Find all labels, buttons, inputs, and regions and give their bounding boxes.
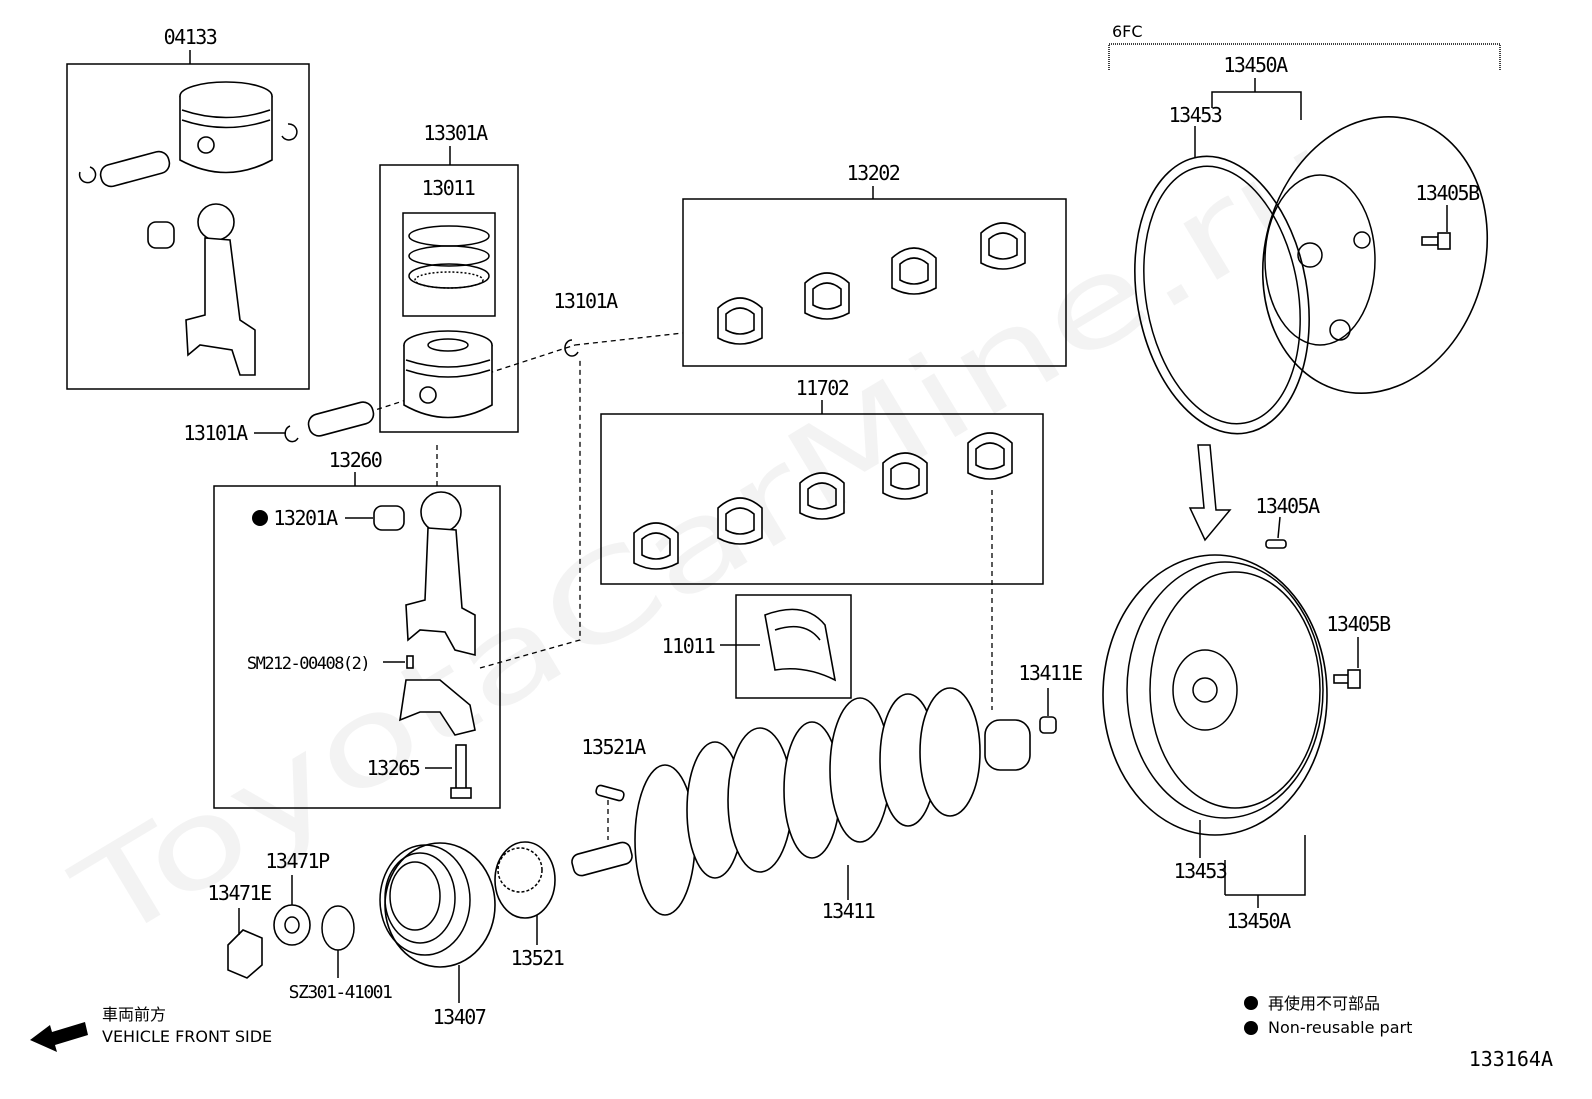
box-13301A xyxy=(379,164,519,433)
part-label: 13260 xyxy=(329,448,382,472)
part-label: 13471P xyxy=(265,849,330,873)
diagram-id: 133164A xyxy=(1469,1047,1553,1071)
box-11011 xyxy=(735,594,852,699)
part-label: 13405B xyxy=(1326,612,1391,636)
piston-icon xyxy=(403,330,493,419)
front-side-en: VEHICLE FRONT SIDE xyxy=(102,1027,272,1046)
part-label: 13405B xyxy=(1415,181,1480,205)
legend-en: Non-reusable part xyxy=(1268,1018,1412,1037)
flywheel-icon xyxy=(1134,116,1489,435)
box-13011 xyxy=(402,212,496,317)
bearing-shell xyxy=(717,497,763,545)
part-label: 13407 xyxy=(433,1005,486,1029)
piston-pin-icon xyxy=(99,150,171,188)
bearing-shell xyxy=(633,522,679,570)
bushing-icon xyxy=(147,221,175,249)
bearing-shell xyxy=(804,272,850,320)
bearing-shells-icon xyxy=(633,432,1013,570)
part-label: 13265 xyxy=(367,756,420,780)
crank-pulley-icon xyxy=(379,842,496,968)
snap-ring-icon xyxy=(281,123,298,141)
part-label: 13411E xyxy=(1018,661,1082,685)
non-reusable-marker-icon xyxy=(252,510,268,526)
bearing-shell xyxy=(882,452,928,500)
bearing-shell xyxy=(967,432,1013,480)
part-label: 13202 xyxy=(847,161,900,185)
bushing-icon xyxy=(1039,716,1057,734)
snap-ring-icon xyxy=(284,425,299,443)
part-label: 13453 xyxy=(1174,859,1227,883)
part-label: 13405A xyxy=(1255,494,1320,518)
bearing-shell xyxy=(717,297,763,345)
snap-ring-icon xyxy=(78,166,97,184)
bolt-icon xyxy=(1333,669,1361,689)
bearing-shell xyxy=(891,247,937,295)
connecting-rod-icon xyxy=(185,203,256,376)
piston-ring-icon xyxy=(408,225,490,289)
washer-icon xyxy=(273,904,311,946)
part-label: 13101A xyxy=(183,421,248,445)
snap-ring-icon xyxy=(564,339,579,357)
bolt-icon xyxy=(406,655,414,669)
piston-icon xyxy=(179,81,273,174)
bearing-shell xyxy=(980,222,1026,270)
bearing-shell xyxy=(799,472,845,520)
piston-pin-icon xyxy=(307,401,375,437)
part-label: 13521A xyxy=(581,735,646,759)
part-label: 13101A xyxy=(553,289,618,313)
box-13202 xyxy=(682,198,1067,367)
part-label: 13411 xyxy=(822,899,875,923)
box-13260 xyxy=(213,485,501,809)
part-label: 13201A xyxy=(273,506,338,530)
part-label: 13450A xyxy=(1226,909,1291,933)
bushing-icon xyxy=(373,505,405,531)
part-label: SZ301-41001 xyxy=(289,982,392,1003)
connecting-rod-icon xyxy=(399,491,476,736)
pin-icon xyxy=(595,784,625,802)
part-label: 13011 xyxy=(422,176,475,200)
legend-jp: 再使用不可部品 xyxy=(1268,994,1380,1013)
part-label: 13471E xyxy=(207,881,271,905)
part-label: SM212-00408(2) xyxy=(247,654,369,674)
o-ring-icon xyxy=(321,905,355,951)
arrow-left-icon xyxy=(30,1022,88,1052)
pin-icon xyxy=(1265,539,1287,549)
bearing-shells-icon xyxy=(717,222,1026,345)
rod-cap-icon xyxy=(399,679,476,736)
drive-plate-icon xyxy=(1102,554,1328,836)
thrust-washer-icon xyxy=(764,608,837,682)
bolt-icon xyxy=(1421,232,1451,250)
part-label: 13453 xyxy=(1169,103,1222,127)
variant-label: 6FC xyxy=(1112,22,1143,41)
non-reusable-marker-icon xyxy=(1244,1021,1258,1035)
arrow-down-icon xyxy=(1188,444,1232,542)
part-label: 13301A xyxy=(423,121,488,145)
crankshaft-icon xyxy=(571,687,1031,916)
front-side-jp: 車両前方 xyxy=(102,1005,166,1024)
box-04133 xyxy=(66,63,310,390)
part-label: 13450A xyxy=(1223,53,1288,77)
part-label: 11011 xyxy=(662,634,715,658)
crank-gear-icon xyxy=(494,841,556,919)
part-label: 04133 xyxy=(164,25,217,49)
non-reusable-marker-icon xyxy=(1244,996,1258,1010)
part-label: 11702 xyxy=(796,376,849,400)
rod-bolt-icon xyxy=(450,744,472,799)
part-label: 13521 xyxy=(511,946,564,970)
nut-icon xyxy=(227,929,263,979)
